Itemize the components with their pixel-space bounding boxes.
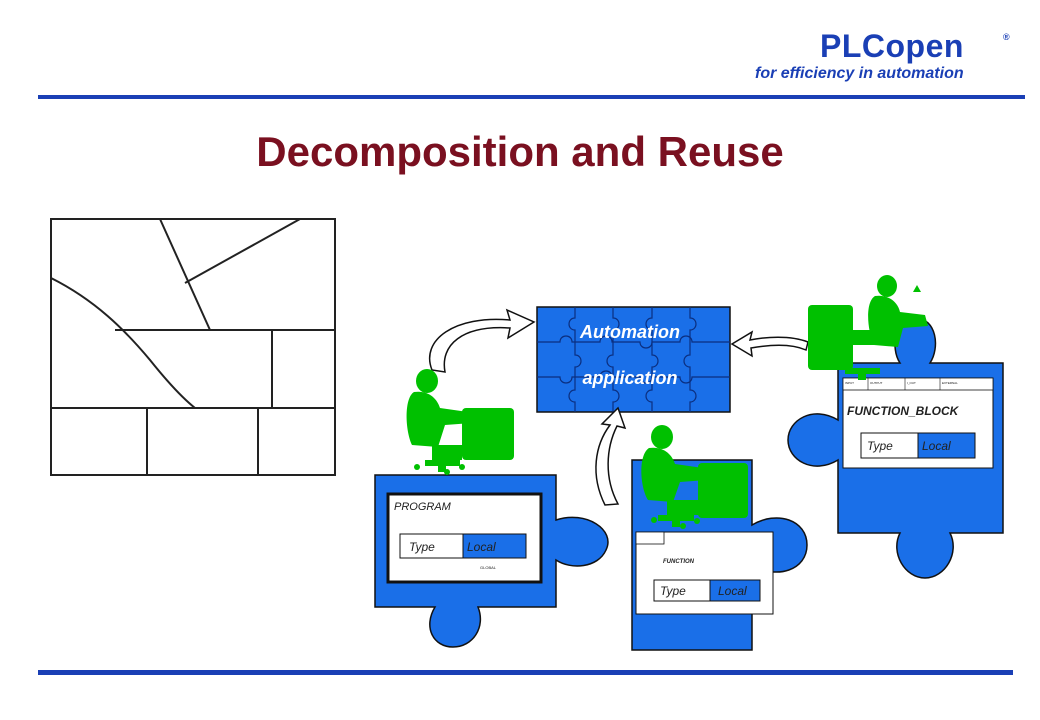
- programmer-figure-right: [808, 275, 928, 380]
- fb-col-external: EXTERNAL: [942, 381, 958, 385]
- function-block-heading: FUNCTION_BLOCK: [847, 404, 960, 418]
- function-type-label: Type: [660, 584, 686, 598]
- page-title: Decomposition and Reuse: [256, 128, 784, 175]
- brand-logo-text: PLCopen: [820, 28, 964, 64]
- decomposition-sketch: [50, 218, 336, 476]
- registered-mark: ®: [1003, 32, 1010, 42]
- arrow-program-to-app: [429, 308, 536, 373]
- function-block-local-label: Local: [922, 439, 951, 453]
- arrow-fb-to-app: [730, 330, 809, 358]
- programmer-figure-left: [406, 369, 514, 475]
- program-global-label: GLOBAL: [480, 565, 497, 570]
- fb-col-output: OUTPUT: [870, 381, 883, 385]
- automation-application-puzzle: Automation application: [536, 306, 731, 413]
- program-local-label: Local: [467, 540, 496, 554]
- arrow-function-to-app: [595, 406, 627, 506]
- function-block-puzzle-piece: INPUT OUTPUT I_OUT EXTERNAL FUNCTION_BLO…: [787, 317, 1004, 579]
- program-puzzle-piece: PROGRAM Type Local GLOBAL: [374, 474, 609, 648]
- program-type-label: Type: [409, 540, 435, 554]
- top-divider: [38, 95, 1025, 99]
- programmer-figure-middle: [641, 425, 748, 529]
- fb-col-inout: I_OUT: [907, 381, 916, 385]
- fb-col-input: INPUT: [845, 381, 854, 385]
- brand-tagline: for efficiency in automation: [755, 65, 964, 82]
- function-block-type-label: Type: [867, 439, 893, 453]
- program-heading: PROGRAM: [394, 501, 452, 513]
- function-local-label: Local: [718, 584, 747, 598]
- function-heading: FUNCTION: [663, 559, 695, 565]
- reuse-arrows: [429, 308, 809, 506]
- puzzle-label-line2: application: [582, 368, 677, 388]
- puzzle-label-line1: Automation: [579, 322, 680, 342]
- bottom-divider: [38, 670, 1013, 675]
